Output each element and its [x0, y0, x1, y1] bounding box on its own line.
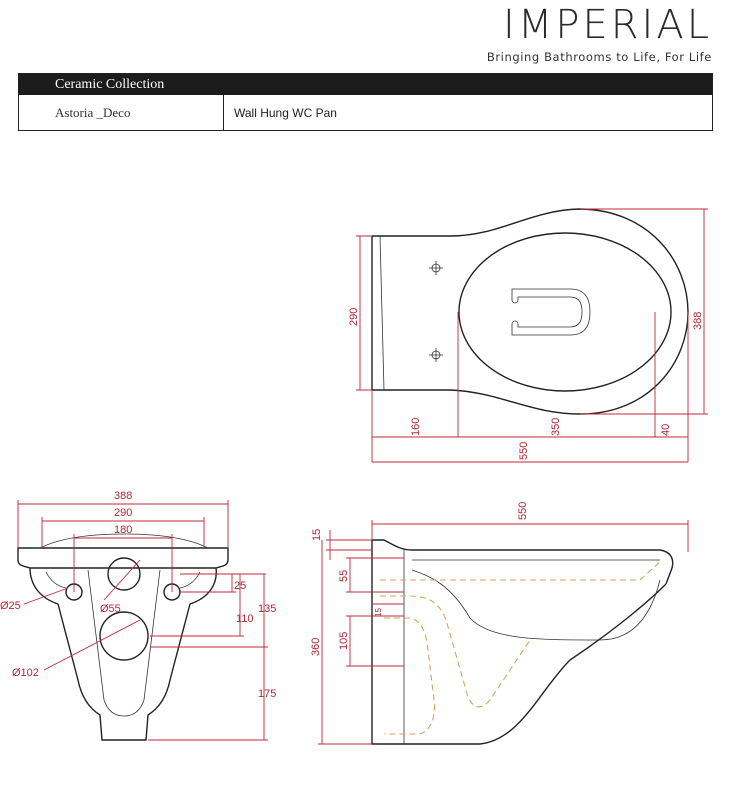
dim-160: 160 — [410, 418, 422, 436]
dim-388-rear: 388 — [114, 490, 132, 502]
product-name: Wall Hung WC Pan — [234, 106, 337, 120]
dim-line-25-rear — [180, 573, 236, 593]
dim-line-388-rear — [17, 500, 229, 548]
dim-line-dia-102 — [43, 619, 141, 671]
side-view-bowl-interior — [411, 569, 661, 641]
rear-view-inner-profile — [45, 569, 201, 717]
dim-line-15b-side — [372, 603, 404, 617]
dim-135-rear: 135 — [258, 603, 276, 615]
dim-line-135-rear — [150, 573, 268, 648]
brand-name: IMPERIAL — [503, 2, 712, 48]
dim-line-388 — [580, 208, 708, 415]
dim-290: 290 — [348, 308, 360, 326]
dim-180-rear: 180 — [114, 524, 132, 536]
side-view: 550 15 55 15 105 360 — [310, 502, 689, 745]
collection-header: Ceramic Collection — [19, 74, 712, 95]
dim-line-160-350-40 — [371, 312, 689, 462]
side-view-hidden-rim-channel — [639, 559, 663, 581]
dim-line-dia-55 — [103, 559, 141, 601]
side-view-back — [371, 540, 404, 745]
title-row: Astoria _Deco Wall Hung WC Pan — [19, 95, 712, 131]
dim-dia-25: Ø25 — [0, 600, 21, 612]
dim-line-dia-25 — [23, 587, 69, 605]
dim-15b-side: 15 — [374, 608, 383, 617]
side-view-rim — [372, 539, 674, 585]
dim-line-15-side — [326, 530, 372, 560]
dim-388: 388 — [692, 312, 704, 330]
top-view-bowl-opening — [511, 288, 591, 336]
dim-550-side: 550 — [517, 502, 529, 520]
top-view-seat-ring — [458, 232, 672, 392]
dim-line-55-side — [346, 557, 404, 593]
dim-360-side: 360 — [310, 638, 322, 656]
title-block: Ceramic Collection Astoria _Deco Wall Hu… — [18, 73, 713, 131]
dim-dia-55: Ø55 — [100, 603, 121, 615]
dim-line-290-rear — [41, 517, 205, 548]
dim-line-110-rear — [150, 574, 244, 637]
top-view-fixing-hole-upper — [429, 261, 443, 275]
top-view-back-plate — [379, 235, 385, 391]
dim-line-360-side — [318, 540, 372, 745]
dim-290-rear: 290 — [114, 507, 132, 519]
dim-105-side: 105 — [338, 632, 350, 650]
dim-550-top: 550 — [518, 442, 530, 460]
top-view-fixing-hole-lower — [429, 348, 443, 362]
dim-15-side: 15 — [311, 529, 323, 541]
dim-dia-102: Ø102 — [12, 667, 39, 679]
dim-110-rear: 110 — [236, 613, 254, 625]
rear-view-outlet-hole — [99, 611, 149, 661]
rear-view-body — [29, 567, 217, 741]
dim-line-550-side — [371, 520, 689, 552]
top-view: 290 388 160 350 40 550 — [348, 208, 708, 463]
rear-view-seat-line — [39, 533, 209, 549]
dim-350: 350 — [550, 418, 562, 436]
brand-logo: IMPERIAL Bringing Bathrooms to Life, For… — [487, 2, 712, 64]
dim-175-rear: 175 — [258, 688, 276, 700]
dim-line-180-rear — [73, 534, 173, 592]
dim-55-side: 55 — [338, 570, 350, 582]
dim-line-175-rear — [148, 647, 268, 741]
side-view-hidden-trapway — [380, 579, 640, 735]
side-view-body — [404, 583, 667, 745]
dim-line-105-side — [346, 615, 404, 667]
dim-40: 40 — [660, 424, 672, 436]
rear-view: 388 290 180 Ø25 Ø55 Ø102 25 110 135 175 — [0, 490, 276, 741]
brand-tagline: Bringing Bathrooms to Life, For Life — [486, 50, 712, 64]
rear-view-inlet-hole — [107, 557, 141, 591]
top-view-outline — [371, 208, 689, 415]
dim-line-290 — [356, 235, 372, 391]
model-name: Astoria _Deco — [19, 95, 224, 131]
side-view-seat-line — [403, 550, 660, 744]
